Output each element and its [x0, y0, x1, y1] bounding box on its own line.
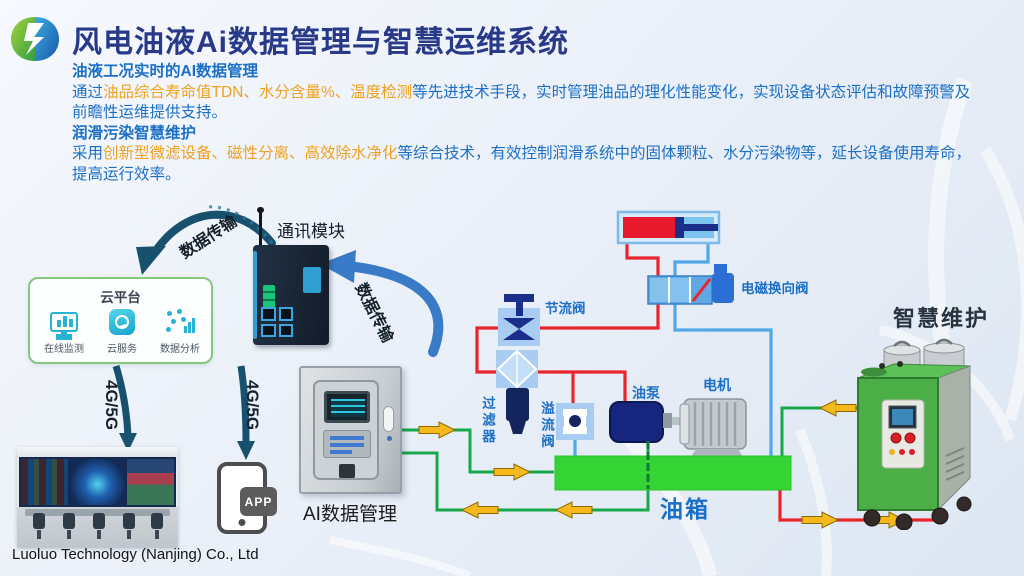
cloud-item-online-monitoring: 在线监测 — [38, 307, 90, 355]
caster-wheels — [863, 496, 972, 530]
comm-module-label: 通讯模块 — [277, 222, 345, 241]
ethernet-ports — [261, 307, 293, 337]
operator-chair — [31, 513, 47, 539]
company-name: Luoluo Technology (Nanjing) Co., Ltd — [12, 546, 259, 563]
ai-cabinet-label: AI数据管理 — [303, 504, 397, 525]
relief-valve-label: 溢流阀 — [539, 401, 554, 451]
data-transfer-label-module: 数据传输 — [351, 280, 396, 346]
cabinet-handle — [383, 406, 394, 441]
app-badge: APP — [240, 487, 277, 516]
cabinet-screen — [324, 391, 370, 423]
smart-maintenance-machine — [852, 338, 978, 530]
intro-heading-2: 润滑污染智慧维护 — [72, 124, 197, 142]
cabinet-panel — [323, 430, 371, 458]
page-title: 风电油液Ai数据管理与智慧运维系统 — [72, 26, 569, 59]
oil-tank — [554, 455, 792, 491]
company-logo — [11, 17, 59, 61]
control-room-photo — [17, 447, 178, 548]
throttle-valve-label: 节流阀 — [545, 301, 586, 316]
video-wall — [19, 457, 176, 507]
link-label-right: 4G/5G — [243, 380, 262, 431]
operator-chair — [61, 513, 77, 539]
motor-symbol — [679, 398, 747, 460]
filter-symbol — [496, 349, 538, 434]
oil-pump-label: 油泵 — [632, 385, 660, 401]
operator-chair — [121, 513, 137, 539]
oil-tank-label: 油箱 — [660, 496, 710, 522]
intro-text: 油液工况实时的AI数据管理 通过油品综合寿命值TDN、水分含量%、温度检测等先进… — [72, 62, 980, 185]
operator-chair — [149, 513, 165, 539]
intro-paragraph-2: 采用创新型微滤设备、磁性分离、高效除水净化等综合技术，有效控制润滑系统中的固体颗… — [72, 145, 972, 183]
cloud-item-data-analysis: 数据分析 — [154, 307, 206, 355]
cabinet-keypad — [339, 464, 355, 478]
link-label-left: 4G/5G — [102, 380, 121, 431]
solenoid-valve-symbol — [647, 264, 734, 305]
throttle-valve-symbol — [498, 294, 540, 346]
intro-paragraph-1: 通过油品综合寿命值TDN、水分含量%、温度检测等先进技术手段，实时管理油品的理化… — [72, 83, 971, 122]
solenoid-valve-label: 电磁换向阀 — [741, 281, 809, 296]
data-transfer-label-cloud: 数据传输 — [177, 213, 241, 263]
monitor-icon — [50, 312, 78, 336]
motor-label: 电机 — [703, 377, 731, 393]
cloud-service-icon — [109, 309, 135, 335]
highlight-tech-1: 油品综合寿命值TDN、水分含量%、温度检测 — [103, 83, 413, 101]
comm-module-device — [253, 245, 329, 345]
sensing-green-lines — [401, 406, 888, 512]
antenna-icon — [257, 207, 264, 247]
oil-pump-symbol — [609, 401, 685, 443]
cloud-platform-title: 云平台 — [100, 290, 141, 305]
cloud-item-cloud-service: 云服务 — [96, 307, 148, 355]
filter-label: 过滤器 — [480, 396, 495, 446]
machine-control-panel — [881, 399, 925, 469]
ai-data-cabinet — [299, 366, 402, 494]
data-analysis-icon — [165, 309, 195, 335]
relief-valve-symbol — [556, 403, 594, 440]
intro-heading-1: 油液工况实时的AI数据管理 — [72, 63, 259, 80]
hydraulic-cylinder — [616, 210, 721, 245]
smart-maintenance-label: 智慧维护 — [893, 306, 990, 331]
cloud-platform-panel: 云平台 在线监测 云服务 数据分析 — [28, 277, 213, 364]
highlight-tech-2: 创新型微滤设备、磁性分离、高效除水净化 — [103, 145, 398, 162]
operator-chair — [91, 513, 107, 539]
